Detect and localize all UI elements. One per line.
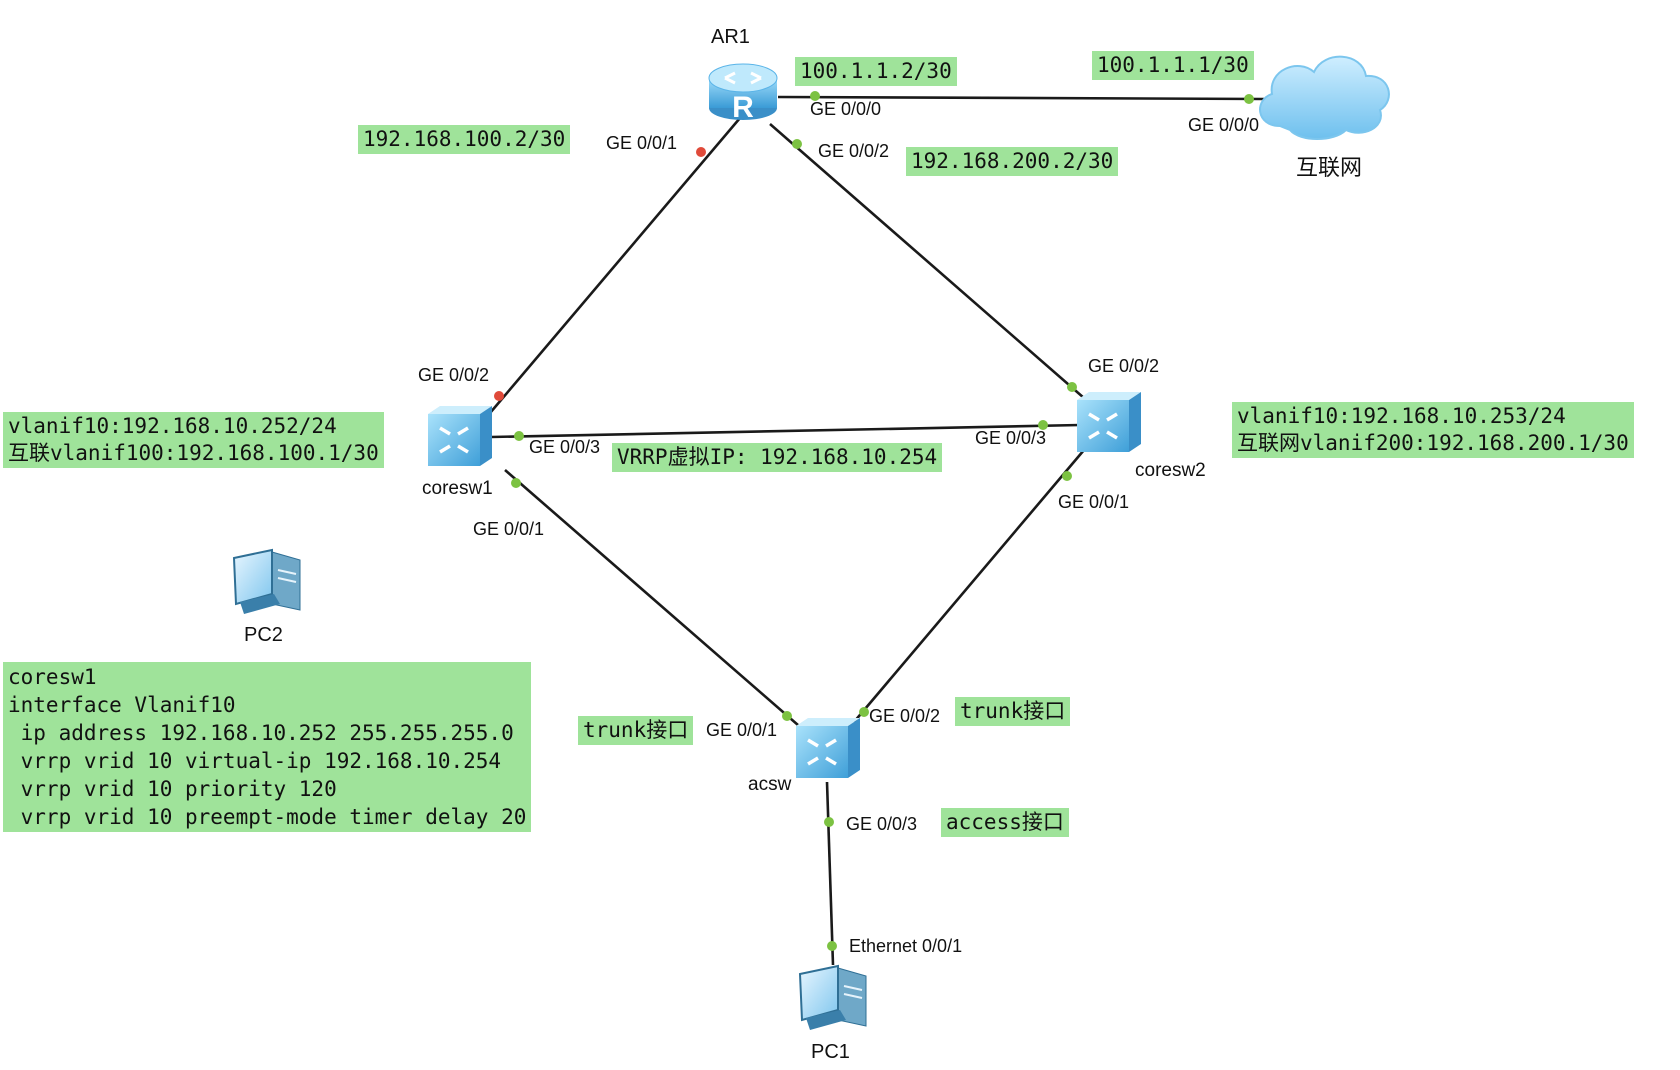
router-icon[interactable]: R	[708, 63, 778, 124]
port-dot	[514, 431, 524, 441]
pc-icon[interactable]	[232, 548, 301, 614]
note-ar1-sw1-ip: 192.168.100.2/30	[358, 125, 571, 154]
pc-icon[interactable]	[798, 964, 867, 1030]
port-label: GE 0/0/3	[975, 428, 1047, 448]
device-label-internet: 互联网	[1296, 155, 1363, 180]
port-label: GE 0/0/1	[1058, 492, 1130, 512]
port-label: GE 0/0/1	[606, 133, 678, 153]
svg-text:R: R	[732, 91, 754, 124]
port-dot	[1038, 420, 1048, 430]
device-label-ar1: AR1	[711, 26, 750, 48]
note-vrrp-vip: VRRP虚拟IP: 192.168.10.254	[612, 443, 943, 472]
port-dot	[1244, 94, 1254, 104]
port-dot	[824, 817, 834, 827]
note-trunk-left: trunk接口	[578, 716, 694, 745]
port-label: GE 0/0/1	[706, 720, 778, 740]
port-label: Ethernet 0/0/1	[849, 936, 963, 956]
port-dot	[1067, 382, 1077, 392]
port-dot-down	[494, 391, 504, 401]
switch-icon[interactable]	[428, 406, 492, 466]
device-label-coresw2: coresw2	[1135, 460, 1206, 481]
port-label: GE 0/0/2	[418, 365, 490, 385]
switch-icon[interactable]	[1077, 392, 1141, 452]
port-dot	[792, 139, 802, 149]
note-config: coresw1 interface Vlanif10 ip address 19…	[3, 662, 532, 832]
port-indicators	[494, 91, 1254, 951]
link-coresw1-coresw2	[490, 423, 1081, 439]
port-label: GE 0/0/0	[1188, 115, 1260, 135]
device-label-coresw1: coresw1	[422, 478, 493, 499]
port-label: GE 0/0/0	[810, 99, 882, 119]
link-ar1-coresw2	[769, 123, 1093, 406]
port-label: GE 0/0/2	[1088, 356, 1160, 376]
device-label-pc2: PC2	[244, 624, 283, 646]
port-label: GE 0/0/3	[529, 437, 601, 457]
switch-icon[interactable]	[796, 718, 860, 778]
port-dot-down	[696, 147, 706, 157]
note-coresw1-vlanif: vlanif10:192.168.10.252/24 互联vlanif100:1…	[3, 412, 384, 468]
port-dot	[827, 941, 837, 951]
port-label: GE 0/0/1	[473, 519, 545, 539]
note-coresw2-vlanif: vlanif10:192.168.10.253/24 互联网vlanif200:…	[1232, 402, 1634, 458]
cloud-icon[interactable]	[1259, 55, 1390, 140]
link-acsw-pc1	[825, 781, 835, 966]
device-label-acsw: acsw	[748, 774, 792, 795]
link-ar1-coresw1	[489, 117, 741, 414]
port-label: GE 0/0/3	[846, 814, 918, 834]
port-dot	[782, 711, 792, 721]
link-coresw1-acsw	[504, 469, 807, 733]
link-coresw2-acsw	[853, 449, 1085, 723]
port-dot	[810, 91, 820, 101]
note-trunk-right: trunk接口	[955, 697, 1071, 726]
link-ar1-internet	[777, 95, 1265, 101]
note-ar1-public-ip: 100.1.1.2/30	[795, 57, 957, 86]
links	[489, 95, 1265, 966]
port-label: GE 0/0/2	[869, 706, 941, 726]
port-dot	[511, 478, 521, 488]
port-dot	[1062, 471, 1072, 481]
note-ar1-sw2-ip: 192.168.200.2/30	[906, 147, 1119, 176]
port-dot	[859, 707, 869, 717]
note-access: access接口	[941, 808, 1069, 837]
note-internet-ip: 100.1.1.1/30	[1092, 51, 1254, 80]
device-label-pc1: PC1	[811, 1041, 850, 1063]
port-label: GE 0/0/2	[818, 141, 890, 161]
